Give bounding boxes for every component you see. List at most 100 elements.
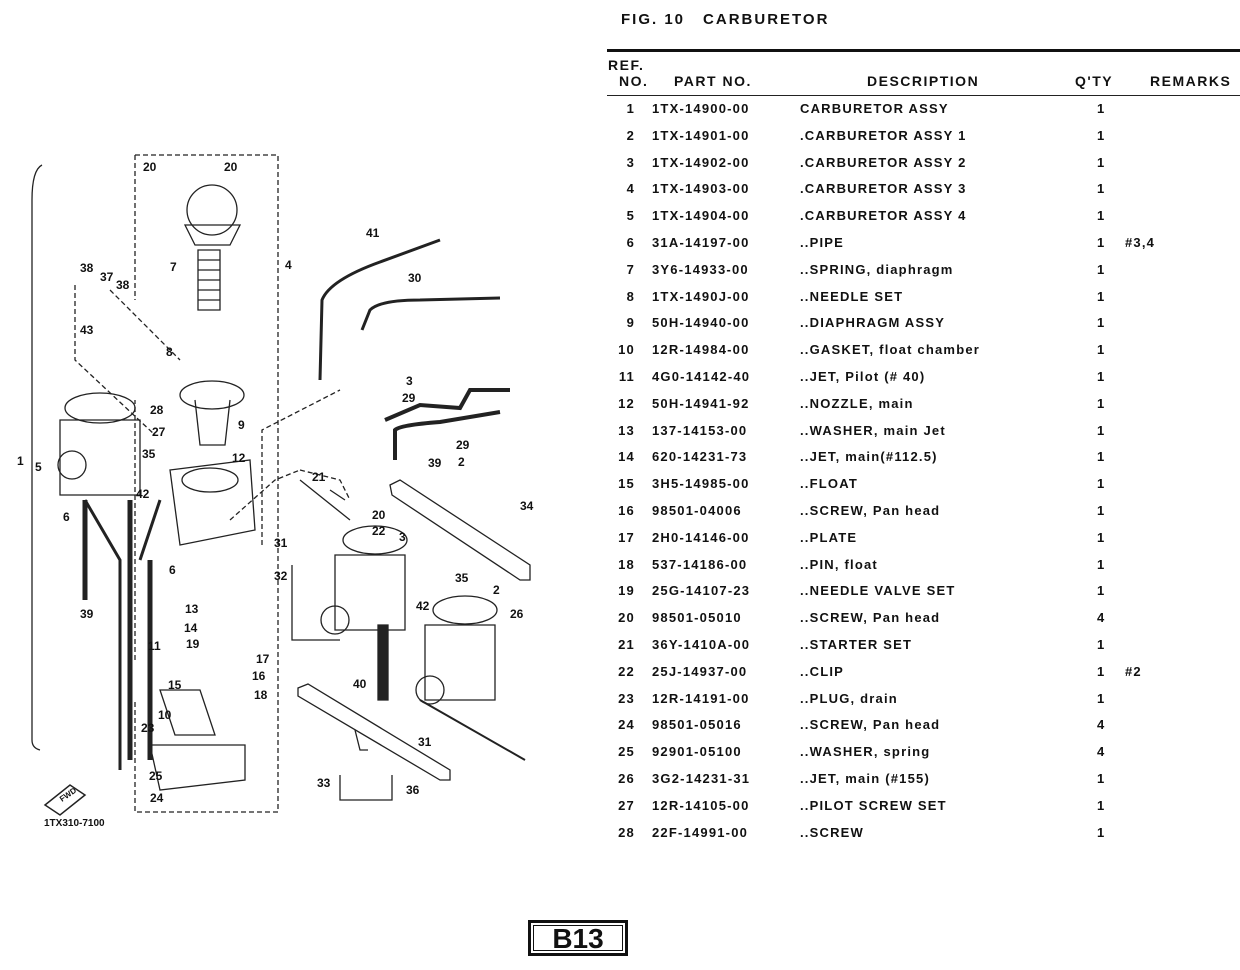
description: ..JET, main(#112.5) (800, 449, 938, 465)
part-number: 25G-14107-23 (652, 583, 751, 599)
ref-number: 26 (618, 771, 635, 786)
ref-number: 25 (618, 744, 635, 760)
part-number: 50H-14940-00 (652, 315, 750, 331)
description: ..PILOT SCREW SET (800, 797, 947, 813)
callout-number: 40 (353, 677, 367, 691)
header-description: DESCRIPTION (867, 73, 980, 89)
remarks: #2 (1125, 663, 1142, 679)
callout-number: 36 (406, 783, 420, 797)
callout-number: 39 (428, 456, 442, 470)
callout-number: 32 (274, 569, 288, 583)
callout-number: 31 (274, 536, 288, 550)
header-ref-top: REF. (608, 57, 645, 73)
callout-number: 31 (418, 735, 432, 749)
callout-number: 6 (63, 510, 70, 524)
quantity: 1 (1097, 235, 1106, 250)
quantity: 1 (1097, 288, 1106, 304)
quantity: 1 (1097, 315, 1106, 331)
ref-number: 2 (626, 127, 635, 143)
description: ..PIN, float (800, 556, 878, 572)
figure-name: CARBURETOR (703, 11, 830, 28)
quantity: 4 (1097, 610, 1106, 626)
description: ..PLUG, drain (800, 690, 898, 706)
callout-number: 11 (148, 639, 161, 653)
quantity: 1 (1097, 181, 1106, 197)
callout-number: 15 (168, 678, 182, 692)
ref-number: 10 (618, 342, 635, 358)
description: ..DIAPHRAGM ASSY (800, 315, 946, 331)
part-number: 12R-14105-00 (652, 797, 750, 813)
header-remarks: REMARKS (1150, 73, 1232, 89)
part-number: 50H-14941-92 (652, 395, 750, 411)
callout-number: 1 (17, 454, 24, 468)
ref-number: 5 (626, 208, 635, 224)
callout-number: 25 (149, 769, 163, 783)
description: ..JET, main (#155) (800, 771, 930, 786)
part-number: 137-14153-00 (652, 422, 748, 438)
description: ..PIPE (800, 235, 845, 250)
callout-number: 30 (408, 271, 422, 285)
callout-number: 5 (35, 460, 42, 474)
callout-number: 4 (285, 258, 292, 272)
callout-number: 38 (80, 261, 94, 275)
ref-number: 13 (618, 422, 635, 438)
ref-number: 15 (618, 476, 635, 492)
table-row: 26 3G2-14231-31 ..JET, main (#155) 1 (600, 771, 1240, 791)
quantity: 4 (1097, 744, 1106, 760)
part-number: 31A-14197-00 (652, 235, 750, 250)
callout-number: 16 (252, 669, 266, 683)
description: ..GASKET, float chamber (800, 342, 981, 358)
quantity: 1 (1097, 449, 1106, 465)
callout-number: 9 (238, 418, 245, 432)
quantity: 1 (1097, 369, 1106, 384)
callout-number: 24 (150, 791, 164, 805)
part-number: 2H0-14146-00 (652, 529, 750, 545)
quantity: 1 (1097, 771, 1106, 786)
part-number: 1TX-1490J-00 (652, 288, 750, 304)
quantity: 1 (1097, 529, 1106, 545)
callout-number: 43 (80, 323, 94, 337)
description: ..WASHER, main Jet (800, 422, 946, 438)
page-label: B13 (528, 920, 628, 956)
ref-number: 8 (626, 288, 635, 304)
callout-number: 3 (406, 374, 413, 388)
callout-number: 12 (232, 451, 246, 465)
part-number: 1TX-14904-00 (652, 208, 750, 224)
callout-number: 28 (150, 403, 164, 417)
description: .CARBURETOR ASSY 3 (800, 181, 967, 197)
ref-number: 23 (618, 690, 635, 706)
callout-number: 29 (456, 438, 470, 452)
quantity: 1 (1097, 154, 1106, 170)
callout-number: 18 (254, 688, 268, 702)
callout-number: 13 (185, 602, 199, 616)
callout-number: 38 (116, 278, 130, 292)
part-number: 3G2-14231-31 (652, 771, 751, 786)
description: ..WASHER, spring (800, 744, 931, 760)
description: .CARBURETOR ASSY 4 (800, 208, 967, 224)
callout-number: 37 (100, 270, 114, 284)
callout-number: 21 (312, 470, 326, 484)
callout-number: 10 (158, 708, 172, 722)
part-number: 98501-05010 (652, 610, 742, 626)
ref-number: 12 (618, 395, 635, 411)
